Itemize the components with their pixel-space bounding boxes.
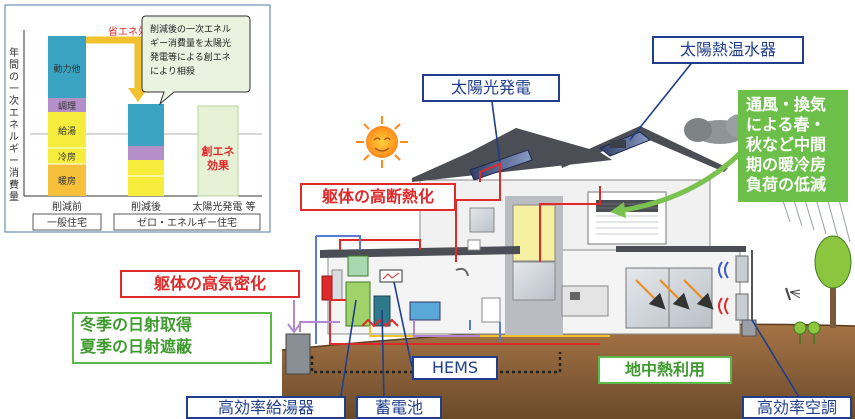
- bar-before: 動力他 調理 給湯 冷房 暖房: [48, 36, 86, 196]
- segment-hotwater: [48, 112, 86, 148]
- label-ventilation: 通風・換気による春・秋など中間期の暖冷房負荷の低減: [738, 90, 848, 202]
- label-water-heater: 高効率給湯器: [186, 396, 346, 419]
- ylabel-char: の: [9, 72, 19, 83]
- heat-coil: [361, 318, 399, 328]
- water-heater-unit: [345, 281, 371, 327]
- aircon-indoor: [735, 293, 749, 321]
- ylabel-char: エ: [9, 108, 19, 119]
- callout-line: ギー消費量を太陽光: [150, 37, 231, 49]
- callout-line: により相殺: [150, 65, 195, 77]
- ylabel-char: ギ: [9, 143, 19, 155]
- callout-line: 削減後の一次エネル: [150, 23, 231, 35]
- segment-power: [48, 36, 86, 98]
- segment-heating: [48, 164, 86, 196]
- sunlight-arrows: [287, 300, 301, 334]
- group-label: 一般住宅: [47, 216, 87, 229]
- label-sunlight: 冬季の日射取得 夏季の日射遮蔽: [72, 312, 272, 364]
- ylabel-char: 次: [9, 94, 19, 107]
- energy-chart: 年 間 の 一 次 エ ネ ル ギ ー 消 費 量 動: [4, 4, 271, 233]
- ylabel-char: 間: [9, 59, 19, 71]
- category-label: 削減前: [52, 200, 82, 213]
- ylabel-char: ネ: [9, 119, 19, 131]
- ylabel-char: ル: [9, 132, 19, 143]
- label-geothermal: 地中熱利用: [598, 356, 732, 384]
- ventilation-arrow-head: [610, 202, 626, 218]
- label-airtight: 躯体の高気密化: [120, 270, 300, 298]
- bathtub: [409, 301, 441, 321]
- chart-ylabel: 年 間 の 一 次 エ ネ ル ギ ー 消 費 量: [9, 46, 19, 203]
- sprinkler-icon: [785, 287, 801, 301]
- bar-after: [128, 104, 164, 196]
- sun-icon: [356, 116, 408, 168]
- category-label: 太陽光発電 等: [192, 200, 255, 213]
- group-box-general: [32, 213, 102, 231]
- segment-hotwater: [128, 160, 164, 176]
- ylabel-char: 量: [9, 191, 19, 203]
- ground: [282, 324, 855, 419]
- callout-line: 発電等による創エネ: [150, 51, 231, 63]
- ylabel-char: ー: [9, 156, 19, 167]
- tree-icon: [814, 235, 852, 328]
- category-label: 削減後: [131, 200, 161, 213]
- aircon-indoor: [735, 255, 749, 283]
- segment-power: [128, 104, 164, 134]
- house: [285, 126, 757, 375]
- label-battery: 蓄電池: [356, 396, 442, 419]
- hems-display: [379, 269, 403, 283]
- segment-cooking: [128, 146, 164, 160]
- segment-label: 調理: [58, 100, 76, 112]
- shrub-icon: [793, 321, 821, 344]
- create-label: 効果: [207, 158, 229, 172]
- label-solar-power: 太陽光発電: [422, 74, 560, 102]
- segment-create: [197, 105, 239, 197]
- sunlight-line: 冬季の日射取得: [80, 315, 193, 334]
- group-label: ゼロ・エネルギー住宅: [137, 216, 237, 229]
- segment-label: 暖房: [58, 175, 76, 187]
- label-solar-heat: 太陽熱温水器: [652, 36, 804, 64]
- bar-create: 創エネ 効果: [197, 105, 239, 197]
- label-hems: HEMS: [412, 356, 498, 380]
- ylabel-char: 年: [9, 46, 19, 59]
- segment-cooling: [48, 148, 86, 164]
- segment-label: 冷房: [58, 151, 76, 163]
- piping: [299, 162, 610, 345]
- ylabel-char: 一: [9, 84, 19, 95]
- create-label: 創エネ: [201, 144, 235, 158]
- label-insulation: 躯体の高断熱化: [300, 183, 456, 211]
- chart-callout: 削減後の一次エネル ギー消費量を太陽光 発電等による創エネ により相殺: [141, 15, 251, 106]
- segment-label: 動力他: [53, 63, 80, 75]
- sunlight-line: 夏季の日射遮蔽: [80, 337, 193, 356]
- ylabel-char: 費: [9, 178, 19, 191]
- outdoor-tank: [285, 333, 311, 375]
- savings-arrow: [86, 36, 142, 92]
- segment-cooking: [48, 98, 86, 112]
- segment-label: 給湯: [58, 125, 76, 137]
- label-aircon: 高効率空調: [742, 396, 852, 419]
- segment-heating: [128, 176, 164, 196]
- ylabel-char: 消: [9, 166, 19, 179]
- group-box-zeh: [113, 213, 261, 231]
- leader-lines: [339, 59, 803, 403]
